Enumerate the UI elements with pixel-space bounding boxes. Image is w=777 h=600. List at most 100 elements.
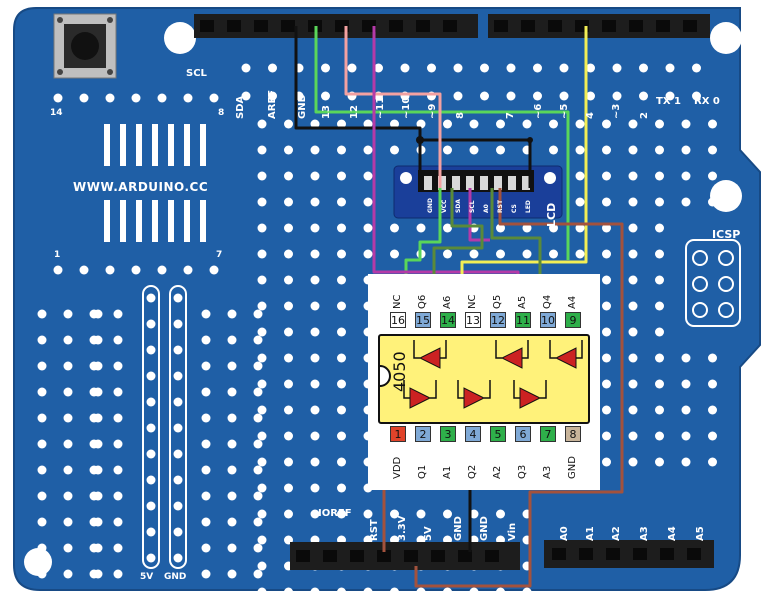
proto-hole: [522, 223, 532, 233]
proto-hole: [93, 543, 103, 553]
proto-hole: [241, 63, 251, 73]
bus-rail-gnd: [169, 285, 187, 569]
proto-hole: [692, 91, 701, 101]
header-label: RST: [369, 519, 380, 541]
proto-hole: [201, 491, 211, 501]
lcd-pin-label: VCC: [441, 199, 448, 213]
proto-hole: [201, 517, 211, 527]
header-label: ~6: [533, 103, 544, 119]
header-label: 13: [321, 105, 332, 119]
proto-hole: [575, 223, 585, 233]
proto-hole: [496, 145, 505, 155]
proto-hole: [453, 91, 463, 101]
proto-hole: [337, 249, 346, 259]
proto-hole: [469, 145, 479, 155]
chip-pin-name: NC: [392, 294, 403, 309]
rail-label-gnd: GND: [164, 572, 187, 582]
header-label: ~3: [611, 103, 622, 119]
proto-hole: [257, 509, 267, 519]
chip-pin-12: 12: [490, 312, 506, 328]
lcd-pin-label: CS: [511, 204, 518, 213]
proto-hole: [173, 449, 183, 459]
proto-hole: [157, 93, 167, 103]
proto-hole: [628, 405, 638, 415]
header-label: 2: [639, 112, 650, 119]
proto-hole: [337, 405, 346, 415]
wire-pin12-pink: [344, 26, 442, 188]
proto-hole: [63, 491, 73, 501]
proto-hole: [575, 119, 585, 129]
proto-hole: [681, 431, 691, 441]
proto-hole: [549, 145, 558, 155]
proto-hole: [310, 223, 320, 233]
chip-pin-name: NC: [467, 294, 478, 309]
chip-pin-name: GND: [567, 456, 578, 479]
header-label: 7: [505, 112, 516, 119]
proto-hole: [146, 423, 156, 433]
chip-pin-13: 13: [465, 312, 481, 328]
proto-hole: [257, 171, 267, 181]
proto-hole: [105, 93, 115, 103]
chip-pin-name: Q1: [417, 464, 428, 479]
proto-hole: [227, 543, 237, 553]
chip-pin-10: 10: [540, 312, 556, 328]
proto-hole: [337, 197, 346, 207]
proto-hole: [321, 63, 330, 73]
proto-hole: [443, 249, 452, 259]
proto-hole: [146, 475, 156, 485]
proto-hole: [337, 301, 346, 311]
proto-hole: [257, 353, 267, 363]
board-url: WWW.ARDUINO.CC: [73, 180, 209, 194]
proto-hole: [157, 265, 167, 275]
header-label: A2: [611, 526, 622, 541]
chip-pin-name: A2: [492, 465, 503, 479]
header-label: ~5: [559, 103, 570, 119]
proto-hole: [363, 249, 373, 259]
proto-hole: [602, 301, 611, 311]
proto-hole: [79, 265, 89, 275]
header-label: RX 0: [694, 96, 720, 107]
proto-hole: [533, 63, 542, 73]
proto-hole: [390, 249, 399, 259]
bottom-header-analog: [544, 540, 714, 568]
proto-hole: [708, 171, 717, 181]
chip-pin-2: 2: [415, 426, 431, 442]
lcd-pin-label: LED: [525, 200, 532, 213]
proto-hole: [390, 145, 399, 155]
buffer-gate: [513, 380, 547, 409]
proto-hole: [496, 587, 505, 597]
reset-button[interactable]: [53, 13, 117, 79]
bus-rail-5v: [142, 285, 160, 569]
proto-hole: [575, 171, 585, 181]
proto-hole: [113, 361, 123, 371]
proto-hole: [146, 449, 156, 459]
header-label: AREF: [267, 89, 278, 119]
proto-hole: [201, 335, 211, 345]
proto-hole: [113, 335, 123, 345]
proto-hole: [253, 517, 263, 527]
proto-hole: [602, 249, 611, 259]
proto-hole: [655, 197, 664, 207]
proto-hole: [253, 335, 263, 345]
proto-hole: [310, 379, 320, 389]
proto-hole: [227, 387, 237, 397]
proto-hole: [681, 197, 691, 207]
proto-hole: [453, 63, 463, 73]
proto-hole: [93, 387, 103, 397]
proto-hole: [628, 119, 638, 129]
proto-hole: [337, 379, 346, 389]
header-label: A5: [695, 526, 706, 541]
proto-hole: [201, 465, 211, 475]
proto-hole: [253, 569, 263, 579]
header-label: SCL: [186, 68, 207, 79]
proto-hole: [681, 405, 691, 415]
proto-hole: [363, 171, 373, 181]
proto-hole: [146, 397, 156, 407]
proto-hole: [310, 457, 320, 467]
proto-hole: [681, 353, 691, 363]
proto-hole: [575, 145, 585, 155]
chip-pin-3: 3: [440, 426, 456, 442]
proto-hole: [209, 265, 219, 275]
chip-pin-name: Q2: [467, 464, 478, 479]
